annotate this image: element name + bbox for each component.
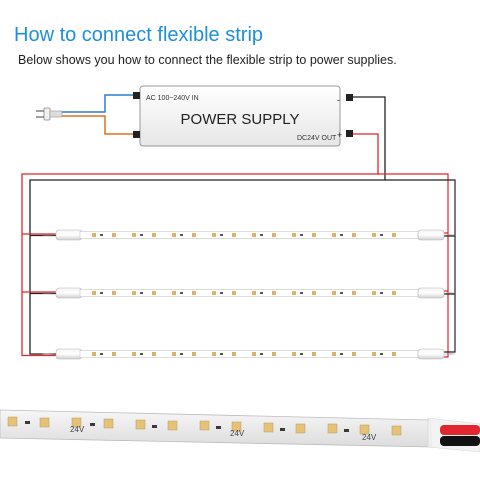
plus-terminal-sign: + <box>337 130 342 140</box>
dc-wire-red <box>21 133 379 357</box>
led-strip-2 <box>41 287 457 299</box>
ac-wire-orange <box>62 115 133 135</box>
power-supply-label: POWER SUPPLY <box>181 111 300 128</box>
page-title: How to connect flexible strip <box>14 24 264 46</box>
dc-wire-black <box>29 96 386 355</box>
strip-voltage-marking-2: 24V <box>230 429 245 438</box>
power-supply: POWER SUPPLY AC 100~240V IN DC24V OUT - … <box>139 85 342 147</box>
strip-closeup: 24V 24V 24V <box>0 409 433 448</box>
page-subtitle: Below shows you how to connect the flexi… <box>18 53 397 67</box>
led-strip-3 <box>41 348 457 360</box>
bus-wires <box>22 173 456 358</box>
ac-input-label: AC 100~240V IN <box>146 95 199 102</box>
ac-plug-icon <box>36 107 63 121</box>
power-terminals <box>133 92 353 138</box>
strip-voltage-marking-1: 24V <box>70 425 85 434</box>
dc-output-label: DC24V OUT <box>297 135 337 142</box>
minus-terminal-sign: - <box>337 95 340 105</box>
closeup-end-cap <box>427 417 480 453</box>
strip-voltage-marking-3: 24V <box>362 433 377 442</box>
led-strip-1 <box>41 229 457 241</box>
ac-wire-blue <box>62 94 133 113</box>
